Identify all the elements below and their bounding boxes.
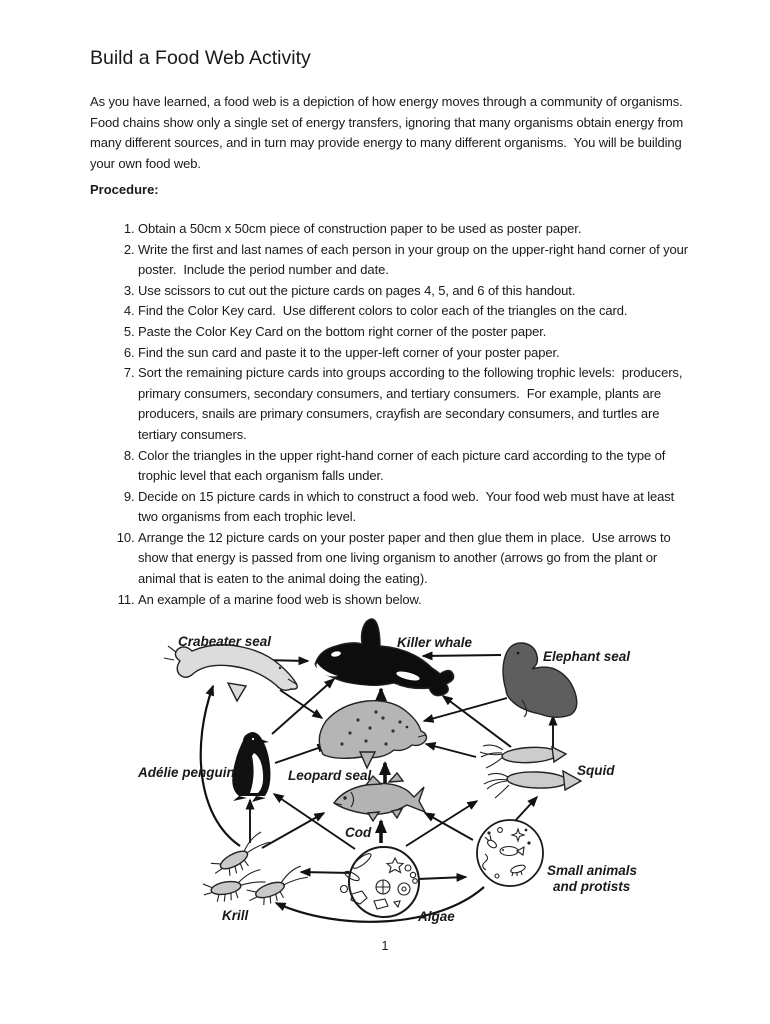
intro-paragraph: As you have learned, a food web is a dep… [90, 94, 690, 171]
elephant-seal-figure [502, 642, 578, 718]
arrow-squid-to-leopard-seal [424, 742, 477, 758]
procedure-step-1: Obtain a 50cm x 50cm piece of constructi… [138, 219, 696, 240]
arrow-adelie-penguin-to-leopard-seal [274, 743, 329, 764]
arrow-squid-to-killer-whale [441, 695, 512, 748]
food-web-labels: Crabeater seal Killer whale Elephant sea… [137, 634, 638, 924]
algae-figure [339, 846, 420, 918]
crabeater-seal-figure [163, 644, 298, 703]
elephant-seal-label: Elephant seal [543, 649, 630, 664]
arrow-algae-to-small-animals [417, 872, 468, 882]
arrow-crabeater-seal-to-leopard-seal [279, 689, 324, 719]
procedure-step-10: Arrange the 12 picture cards on your pos… [138, 528, 696, 590]
arrow-elephant-seal-to-killer-whale [421, 651, 502, 661]
small-animals-and-protists-figure [476, 819, 544, 887]
leopard-seal-figure [318, 700, 428, 770]
arrow-small-animals-to-squid [514, 795, 539, 822]
crabeater-seal-label: Crabeater seal [178, 634, 271, 649]
procedure-step-8: Color the triangles in the upper right-h… [138, 446, 696, 487]
food-web-arrows [199, 651, 558, 923]
small-animals-label-line1: Small animals [547, 863, 638, 878]
adelie-penguin-label: Adélie penguin [137, 765, 235, 780]
procedure-step-9: Decide on 15 picture cards in which to c… [138, 487, 696, 528]
adelie-penguin-figure [232, 731, 271, 802]
procedure-step-11: An example of a marine food web is shown… [138, 590, 696, 611]
procedure-step-2: Write the first and last names of each p… [138, 240, 696, 281]
document-content: Build a Food Web Activity As you have le… [0, 0, 770, 610]
procedure-step-3: Use scissors to cut out the picture card… [138, 281, 696, 302]
procedure-step-6: Find the sun card and paste it to the up… [138, 343, 696, 364]
page-number: 1 [381, 939, 389, 953]
squid-label: Squid [577, 763, 615, 778]
arrow-small-animals-to-krill [274, 886, 485, 923]
arrow-algae-to-squid [405, 800, 479, 847]
cod-label: Cod [345, 825, 372, 840]
killer-whale-figure [314, 618, 455, 697]
arrow-krill-to-cod [261, 812, 326, 849]
killer-whale-label: Killer whale [397, 635, 473, 650]
arrow-adelie-penguin-to-killer-whale [271, 678, 336, 735]
arrow-algae-to-krill [299, 867, 353, 877]
cod-figure [333, 771, 427, 823]
page-title: Build a Food Web Activity [90, 47, 311, 69]
procedure-step-4: Find the Color Key card. Use different c… [138, 301, 696, 322]
arrow-small-animals-to-cod [423, 812, 474, 841]
procedure-step-7: Sort the remaining picture cards into gr… [138, 363, 696, 445]
procedure-heading: Procedure: [90, 182, 159, 198]
arrow-elephant-seal-to-leopard-seal [422, 697, 508, 723]
krill-label: Krill [222, 908, 249, 923]
procedure-step-5: Paste the Color Key Card on the bottom r… [138, 322, 696, 343]
leopard-seal-label: Leopard seal [288, 768, 372, 783]
small-animals-label-line2: and protists [553, 879, 631, 894]
arrow-krill-to-crabeater-seal [199, 684, 241, 847]
arrow-algae-to-adelie-penguin [272, 793, 356, 850]
procedure-list: Obtain a 50cm x 50cm piece of constructi… [90, 219, 696, 610]
algae-label: Algae [417, 909, 455, 924]
food-web-diagram: Crabeater seal Killer whale Elephant sea… [137, 618, 638, 924]
squid-figure [479, 744, 583, 799]
krill-figure [202, 831, 308, 906]
